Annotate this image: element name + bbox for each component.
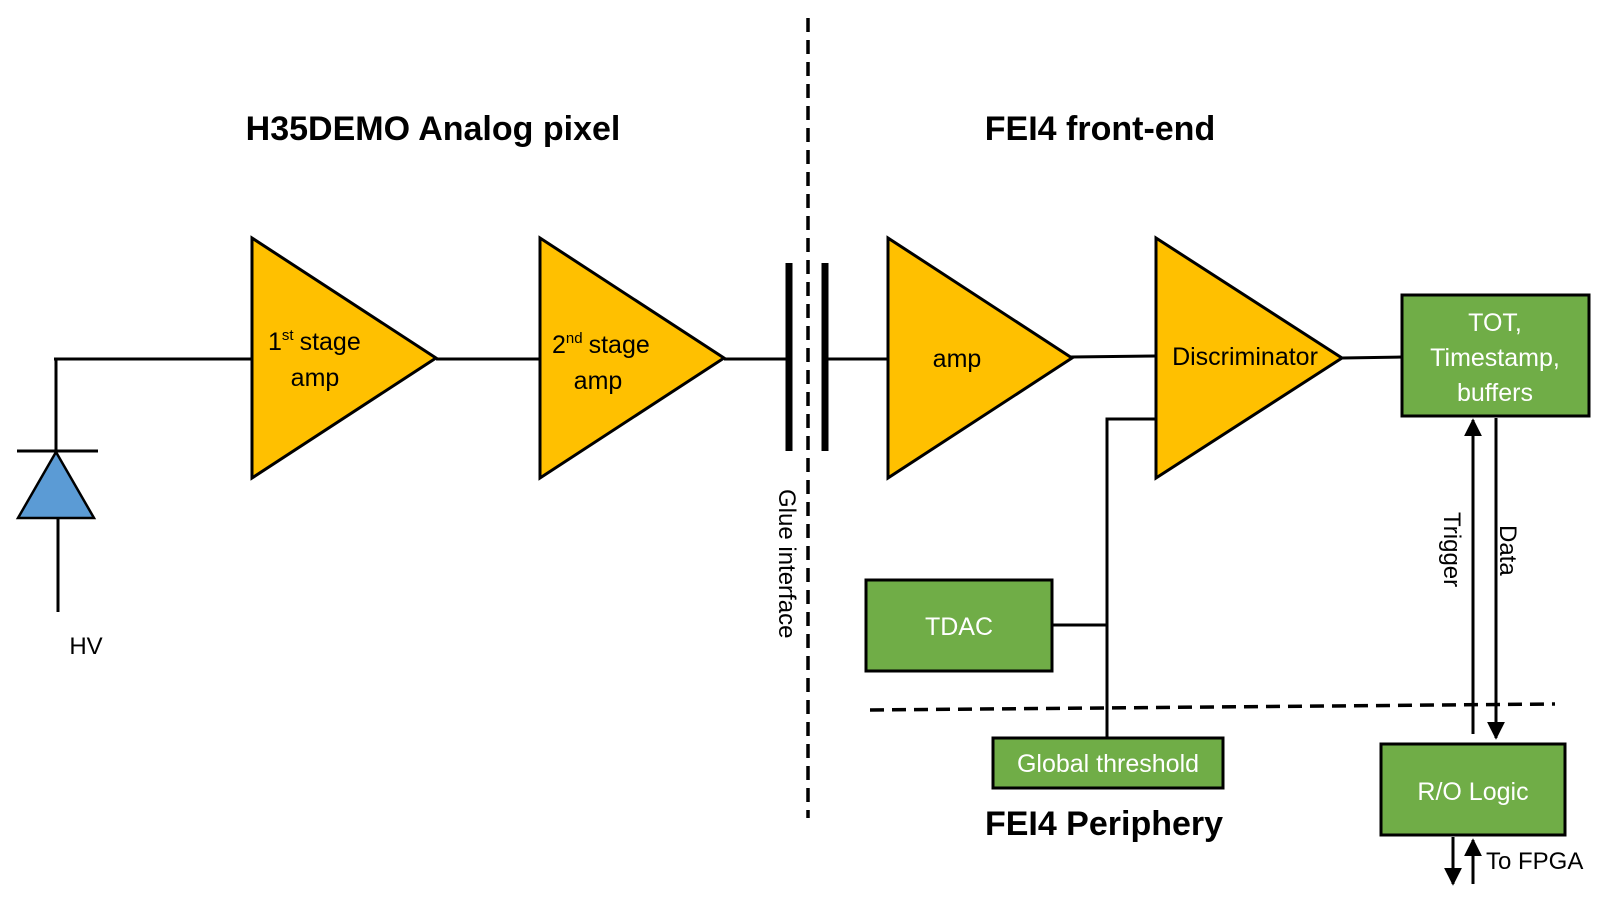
fei4-front-end-title: FEI4 front-end [985, 110, 1215, 148]
to-fpga-label: To FPGA [1486, 848, 1583, 875]
periphery-dashed-divider [869, 702, 1556, 712]
stage2-suffix: nd [566, 330, 583, 347]
diode-icon [15, 449, 97, 520]
trigger-label: Trigger [1438, 512, 1465, 587]
ro-logic-label: R/O Logic [1417, 778, 1528, 806]
stage1-suffix: st [282, 327, 295, 344]
tot-timestamp-buffers-block [1400, 293, 1591, 418]
wire-amp-to-discriminator [1070, 354, 1157, 359]
sensor-diode [15, 358, 98, 612]
tot-line2: Timestamp, [1430, 344, 1560, 372]
amp-label: amp [933, 345, 982, 373]
stage2-label-line2: amp [574, 367, 623, 395]
tot-line3: buffers [1457, 379, 1533, 407]
wire-threshold-to-discriminator [1105, 417, 1156, 738]
stage1-word: stage [300, 328, 361, 356]
stage1-ordinal: 1 [268, 328, 282, 356]
data-label: Data [1494, 525, 1521, 576]
stage1-label-line2: amp [291, 364, 340, 392]
first-stage-amplifier [250, 235, 439, 481]
discriminator [1154, 235, 1345, 481]
tdac-label: TDAC [925, 613, 993, 641]
hv-label: HV [69, 633, 102, 660]
second-stage-amplifier [538, 235, 727, 481]
analog-pixel-title: H35DEMO Analog pixel [246, 110, 621, 148]
global-threshold-label: Global threshold [1017, 750, 1199, 778]
wire-discriminator-to-tot [1341, 355, 1403, 360]
tot-line1: TOT, [1468, 309, 1522, 337]
stage2-ordinal: 2 [552, 331, 566, 359]
fei4-amplifier [886, 235, 1075, 481]
discriminator-label: Discriminator [1172, 343, 1318, 371]
ro-logic-block [1379, 742, 1567, 837]
global-threshold-block [991, 736, 1225, 790]
glue-interface-label: Glue interface [773, 489, 800, 638]
fei4-periphery-title: FEI4 Periphery [985, 805, 1223, 843]
stage2-word: stage [589, 331, 650, 359]
